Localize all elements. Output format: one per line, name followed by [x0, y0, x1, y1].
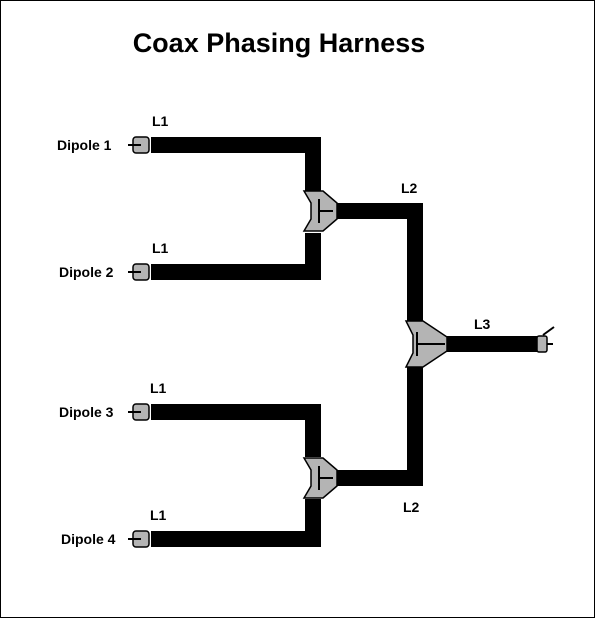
cable-l2-upper [335, 203, 423, 323]
cable-l1-dipole-2 [151, 233, 321, 280]
dipole-2-label: Dipole 2 [59, 264, 114, 280]
dipole-4-connector [128, 530, 150, 548]
l1-label-dipole-1: L1 [152, 113, 169, 129]
cable-l1-dipole-3 [151, 404, 321, 457]
dipole-3-label: Dipole 3 [59, 404, 114, 420]
cable-l1-dipole-1 [151, 137, 321, 193]
dipole-2-connector [128, 263, 150, 281]
l3-label: L3 [474, 316, 491, 332]
cable-l1-dipole-4 [151, 499, 321, 547]
dipole-3-connector [128, 403, 150, 421]
upper-t-connector [302, 190, 338, 232]
l1-label-dipole-2: L1 [152, 240, 169, 256]
feed-connector [536, 326, 555, 353]
l1-label-dipole-3: L1 [150, 380, 167, 396]
l1-label-dipole-4: L1 [150, 507, 167, 523]
cable-l2-lower [335, 365, 423, 486]
l2-label-lower: L2 [403, 499, 420, 515]
lower-t-connector [302, 457, 338, 499]
dipole-1-label: Dipole 1 [57, 137, 112, 153]
dipole-1-connector [128, 136, 150, 154]
dipole-4-label: Dipole 4 [61, 531, 116, 547]
diagram-title: Coax Phasing Harness [133, 28, 426, 58]
main-t-connector [404, 320, 448, 368]
l2-label-upper: L2 [401, 180, 418, 196]
